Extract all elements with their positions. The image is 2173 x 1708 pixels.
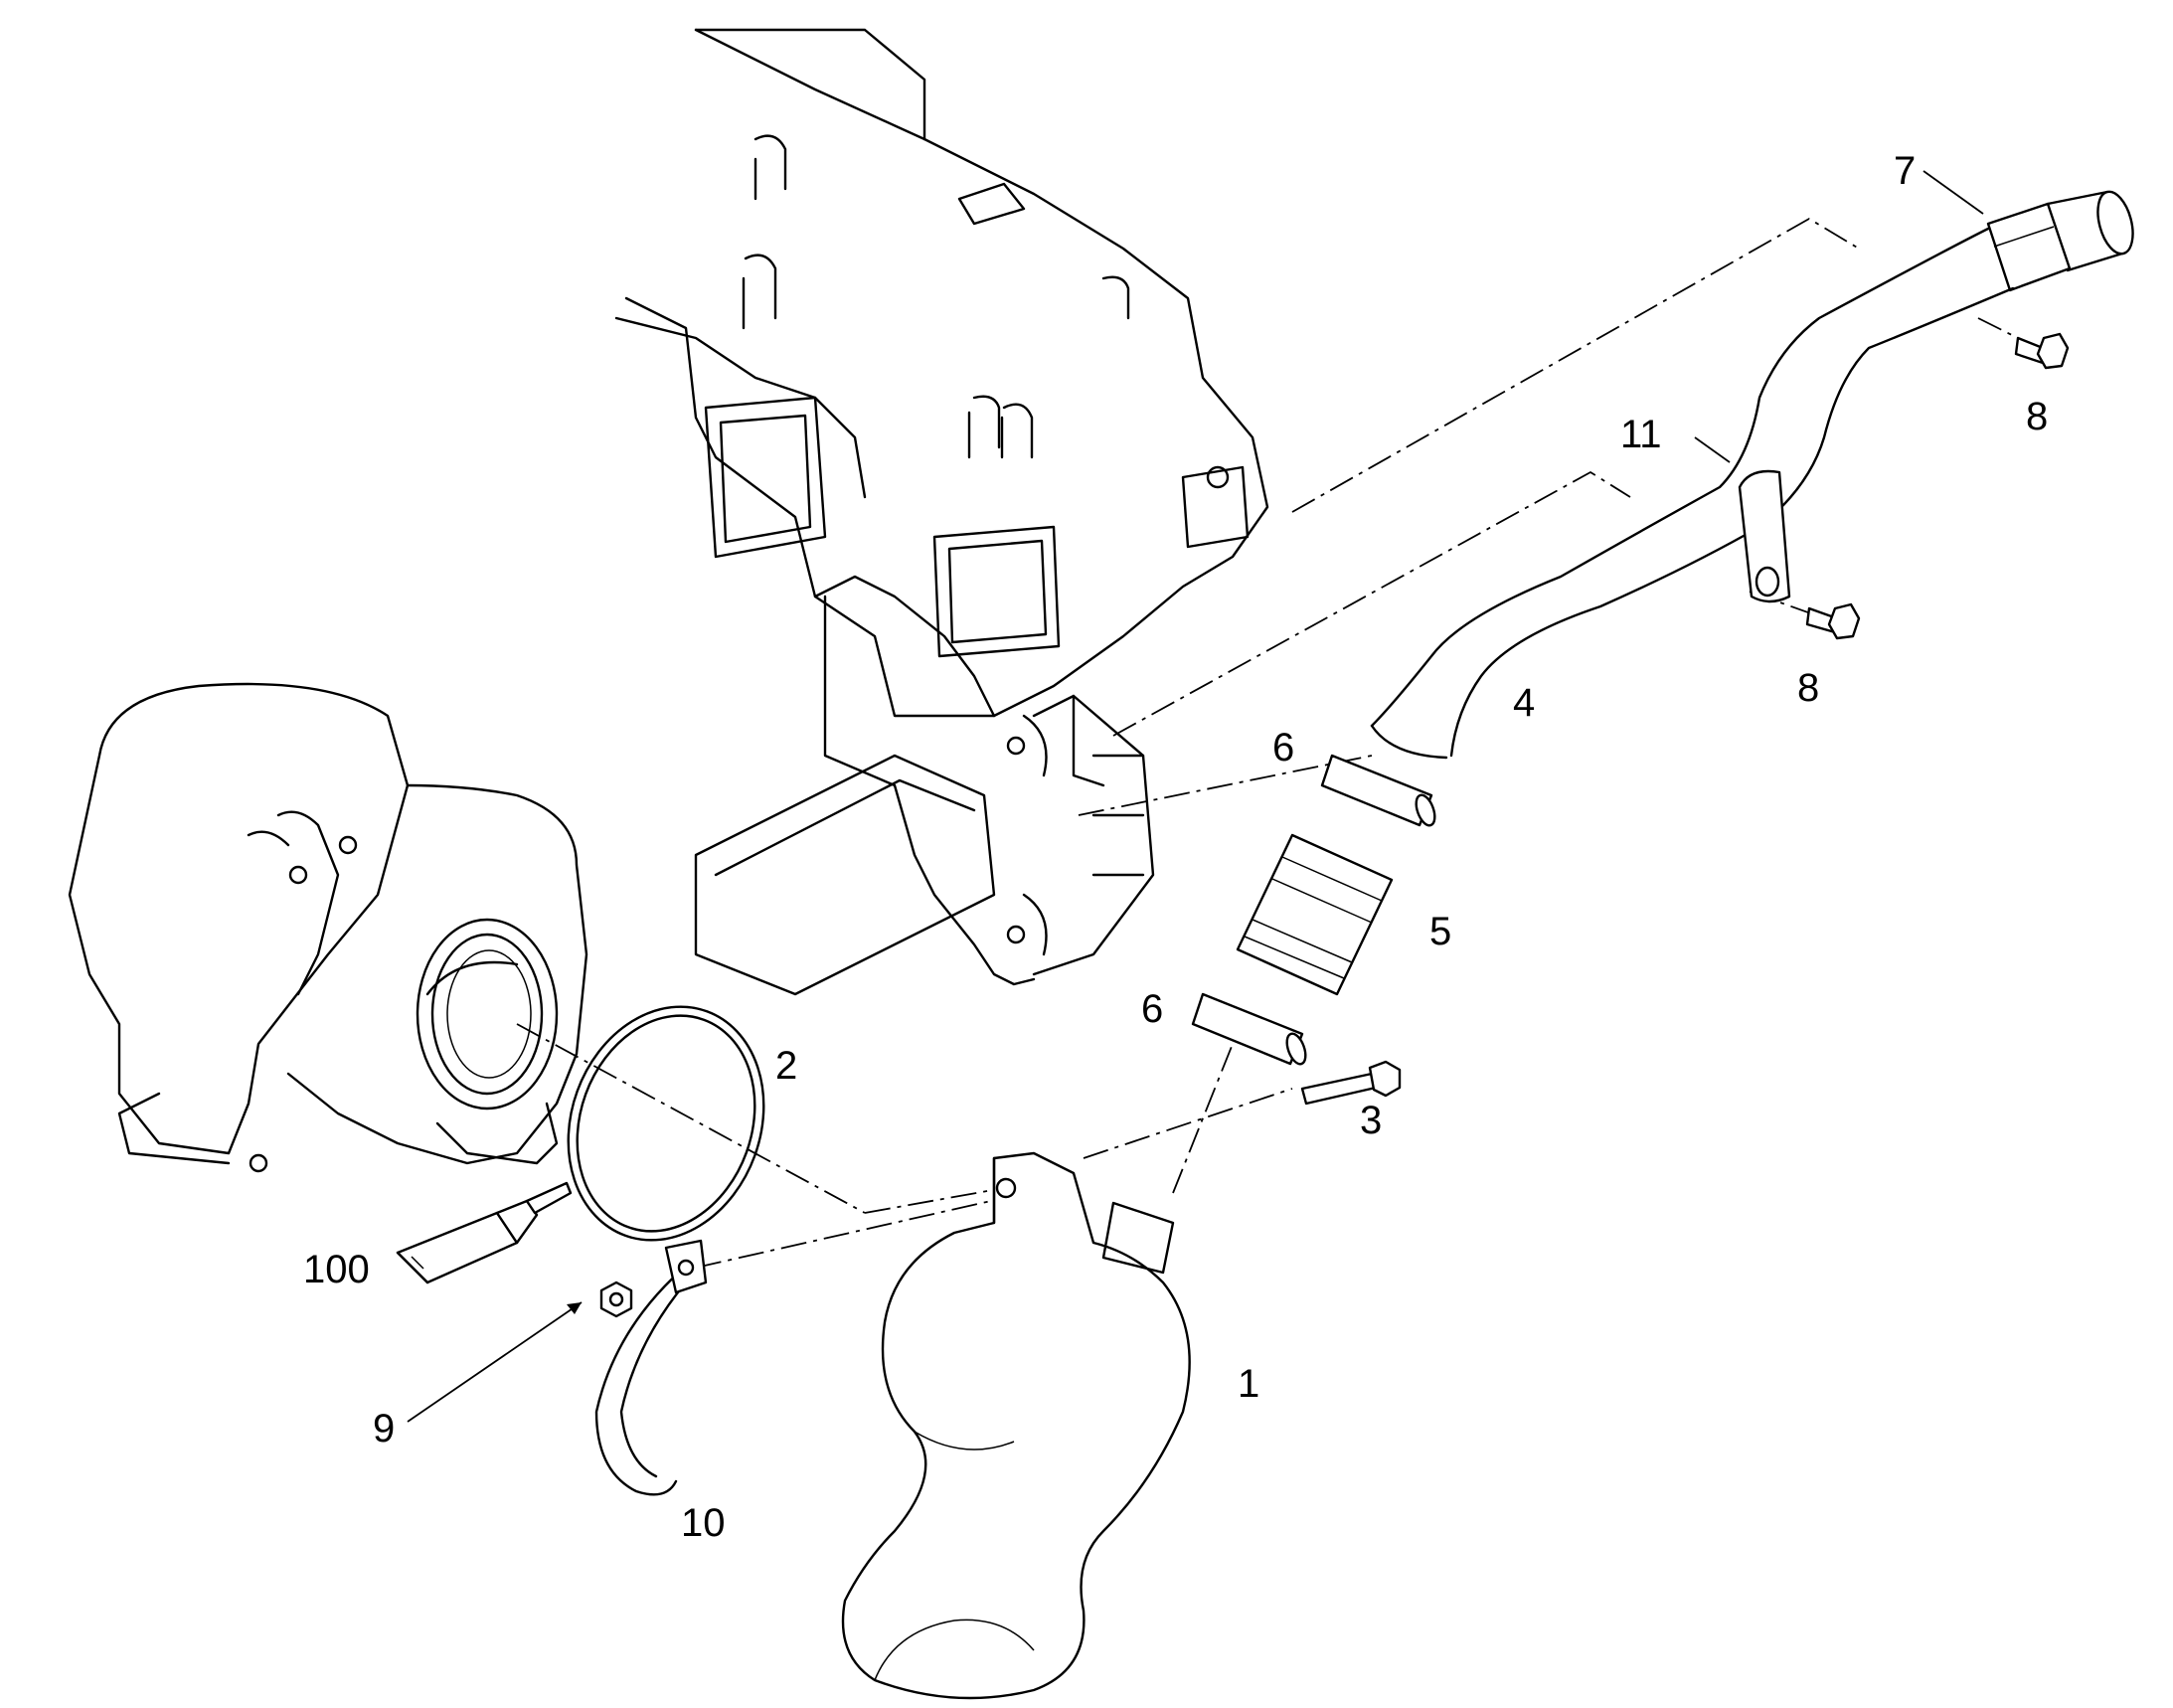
callout-9: 9 <box>373 1407 395 1451</box>
part-3-bolt <box>1300 1060 1402 1106</box>
callout-1: 1 <box>1238 1362 1259 1406</box>
part-100-sealant-tube <box>396 1181 573 1284</box>
callout-labels: 1 2 3 4 5 6 6 7 8 8 9 10 11 100 <box>303 149 2048 1545</box>
callout-4: 4 <box>1513 681 1535 725</box>
callout-11: 11 <box>1620 413 1662 456</box>
part-5-coupling <box>1236 833 1394 996</box>
exhaust-manifold <box>614 28 1269 996</box>
callout-2: 2 <box>775 1044 797 1088</box>
part-6-sleeve-lower <box>1191 992 1307 1066</box>
callout-6-lower: 6 <box>1141 987 1163 1031</box>
part-6-sleeve-upper <box>1320 754 1436 827</box>
part-9-nut <box>599 1281 633 1318</box>
callout-6-upper: 6 <box>1272 726 1294 769</box>
part-8-bolt-lower <box>1805 602 1861 640</box>
part-1-elbow-pipe <box>841 1151 1191 1700</box>
part-4-bent-pipe <box>1370 227 2015 760</box>
part-10-clamp <box>594 1239 708 1496</box>
callout-5: 5 <box>1429 910 1451 953</box>
callout-10: 10 <box>681 1501 726 1545</box>
callout-3: 3 <box>1360 1099 1382 1142</box>
callout-leaders <box>407 170 1984 1423</box>
turbocharger <box>68 682 588 1173</box>
callout-8-lower: 8 <box>1797 666 1819 710</box>
callout-8-upper: 8 <box>2026 395 2048 438</box>
callout-100: 100 <box>303 1248 370 1291</box>
part-2-o-ring <box>567 1005 765 1242</box>
part-8-bolt-upper <box>2014 332 2070 370</box>
callout-7: 7 <box>1894 149 1916 193</box>
part-7-pipe-sleeve <box>1986 190 2134 292</box>
